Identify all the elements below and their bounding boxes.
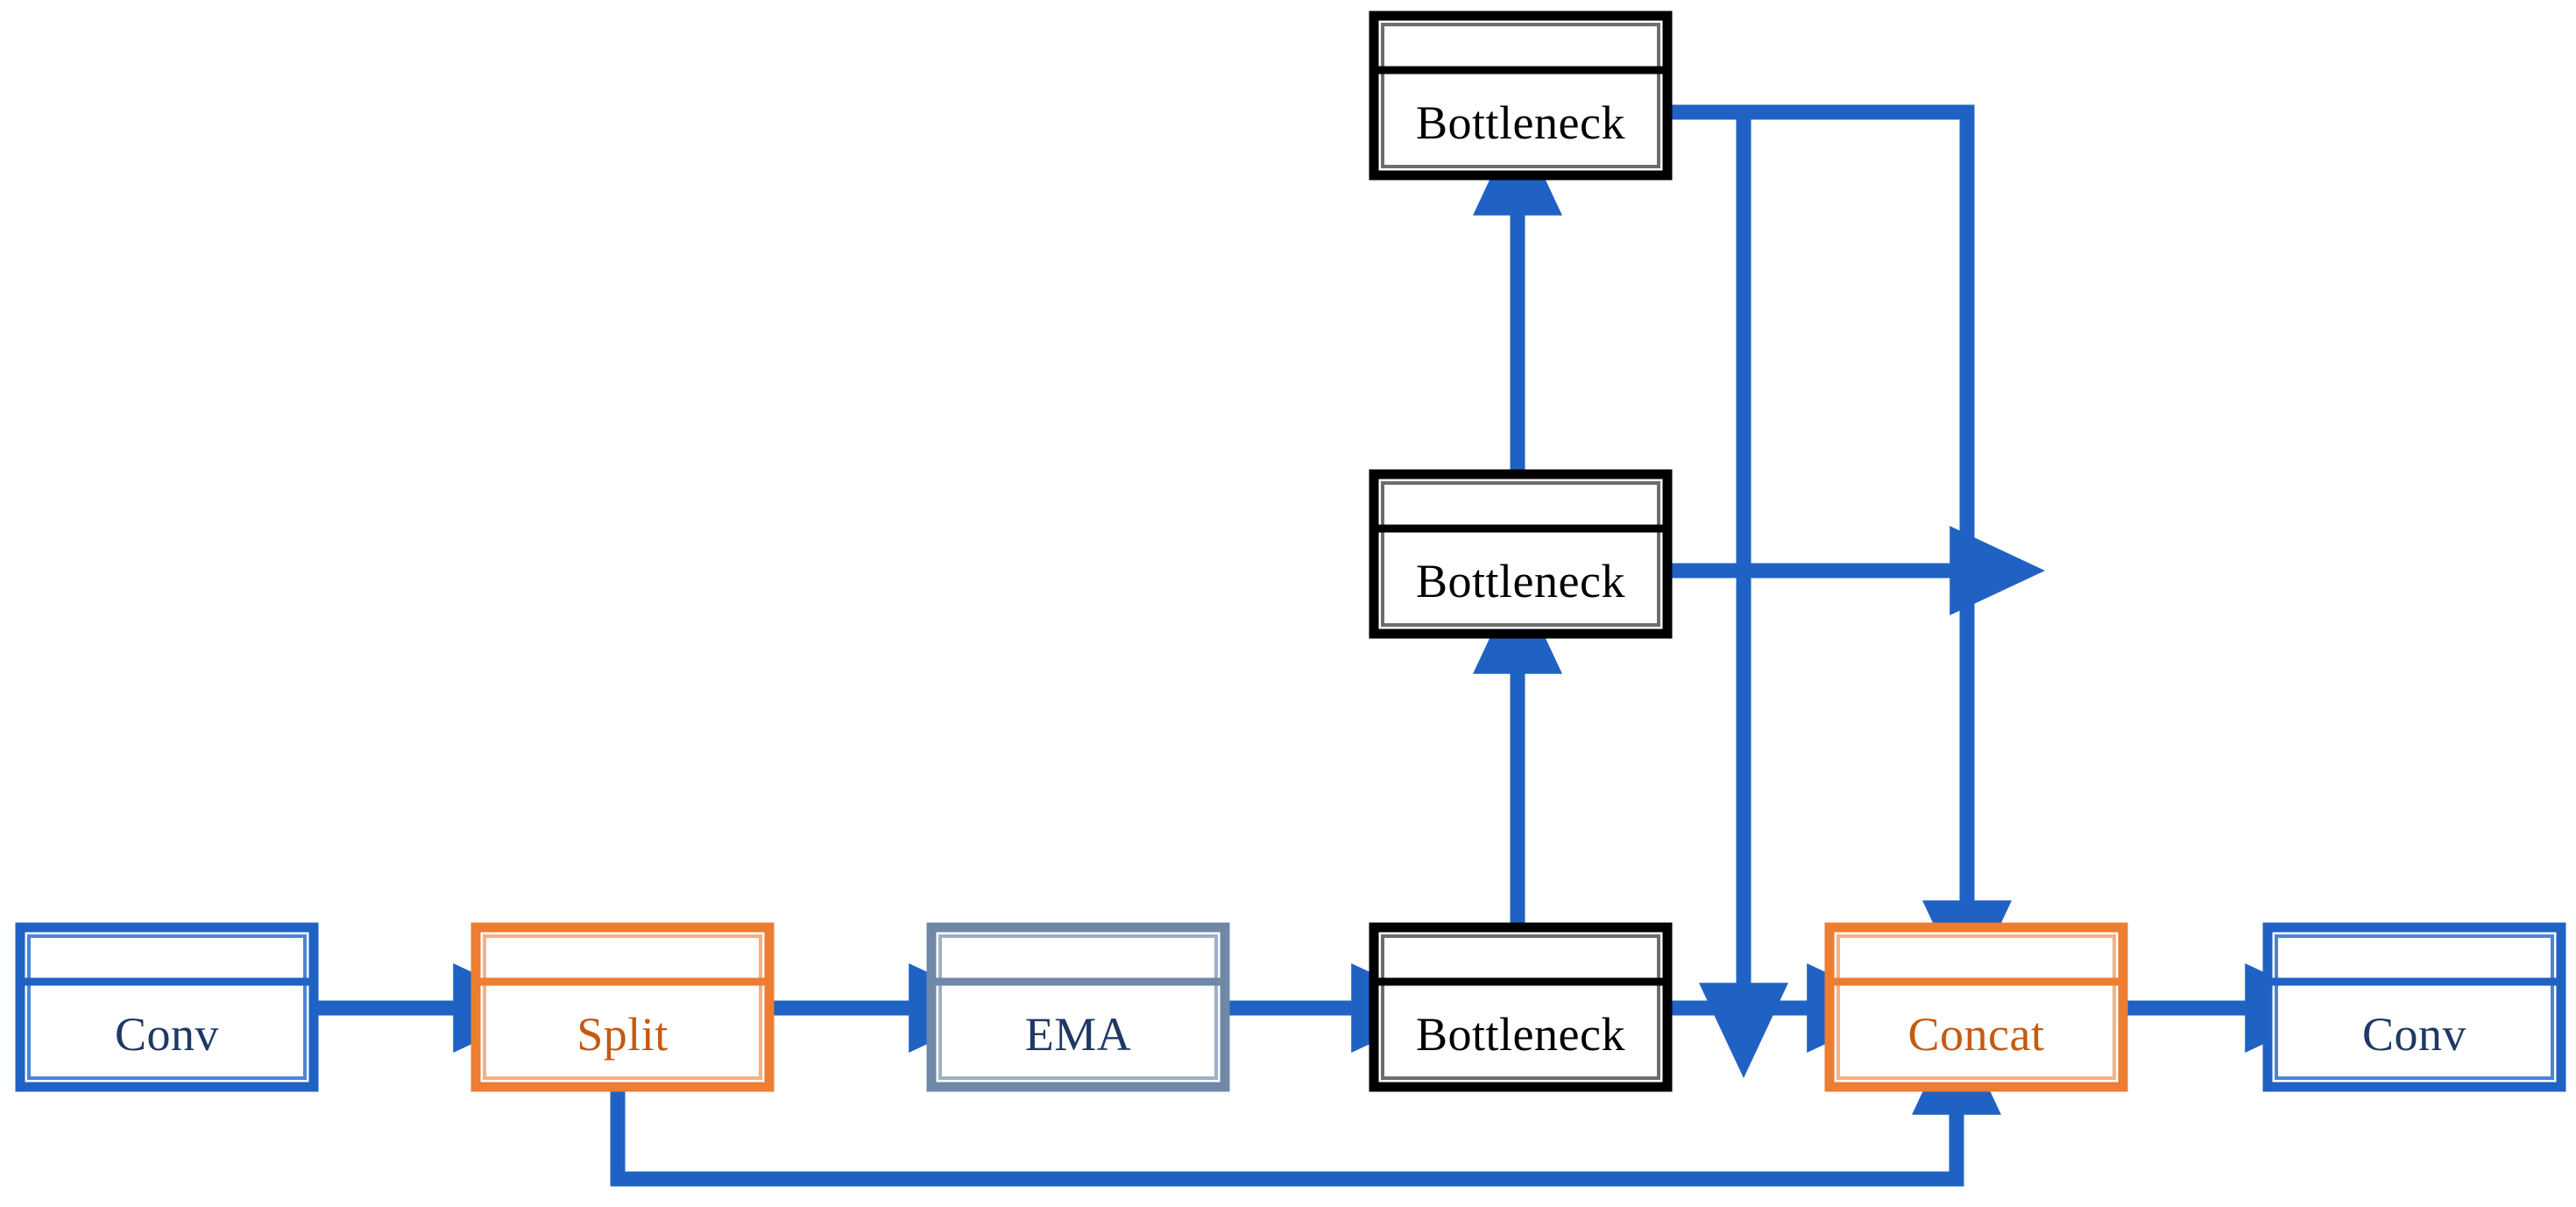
node-ema-box [926, 922, 1230, 1092]
node-conv-out-box [2262, 922, 2566, 1092]
node-bottleneck-3-box [1369, 11, 1673, 181]
node-split-box [471, 922, 775, 1092]
node-bottleneck-2-box [1369, 469, 1673, 639]
node-conv-in-box [15, 922, 319, 1092]
edge-bottleneck-3-to-concat [1667, 104, 2012, 996]
node-concat-box [1824, 922, 2128, 1092]
edge-split-skip-to-concat [610, 1019, 2001, 1187]
node-bottleneck-1-box [1369, 922, 1673, 1092]
